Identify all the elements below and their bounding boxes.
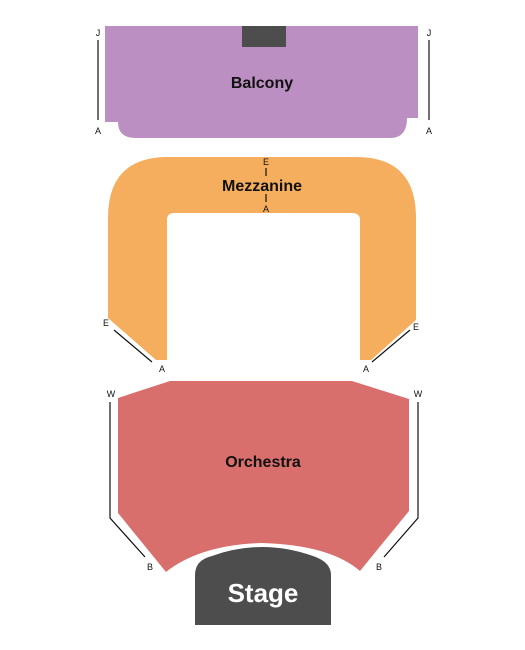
stage-label: Stage — [228, 578, 299, 608]
balcony-row-label-front-right: A — [426, 126, 432, 136]
mezzanine-row-label-front-right: A — [363, 364, 369, 374]
mezzanine-row-label-back-right: E — [413, 322, 419, 332]
balcony-label: Balcony — [231, 75, 293, 92]
balcony-shape[interactable] — [105, 26, 418, 138]
orchestra-row-label-back-left: W — [107, 389, 116, 399]
stage-area: Stage — [195, 547, 331, 625]
orchestra-row-label-front-left: B — [147, 562, 153, 572]
orchestra-label: Orchestra — [225, 454, 301, 471]
orchestra-left-row-line — [109, 402, 146, 558]
mezzanine-shape[interactable] — [108, 157, 416, 360]
mezzanine-row-label-back-left: E — [103, 318, 109, 328]
balcony-row-label-front-left: A — [95, 126, 101, 136]
control-booth — [242, 26, 286, 47]
mezzanine-row-label-back-center: E — [263, 157, 269, 167]
mezzanine-section[interactable]: Mezzanine — [108, 157, 416, 360]
orchestra-shape[interactable] — [118, 381, 409, 572]
stage-shape — [195, 547, 331, 625]
mezzanine-label: Mezzanine — [222, 178, 302, 195]
balcony-row-label-back-left: J — [96, 28, 101, 38]
balcony-section[interactable]: Balcony — [105, 26, 418, 138]
orchestra-right-row-line — [383, 402, 419, 558]
mezzanine-right-row-line — [371, 329, 411, 363]
orchestra-row-label-front-right: B — [376, 562, 382, 572]
orchestra-section[interactable]: Orchestra — [118, 381, 409, 572]
mezzanine-row-label-front-center: A — [263, 204, 269, 214]
mezzanine-row-label-front-left: A — [159, 364, 165, 374]
balcony-row-label-back-right: J — [427, 28, 432, 38]
mezzanine-left-row-line — [113, 329, 153, 363]
orchestra-row-label-back-right: W — [414, 389, 423, 399]
